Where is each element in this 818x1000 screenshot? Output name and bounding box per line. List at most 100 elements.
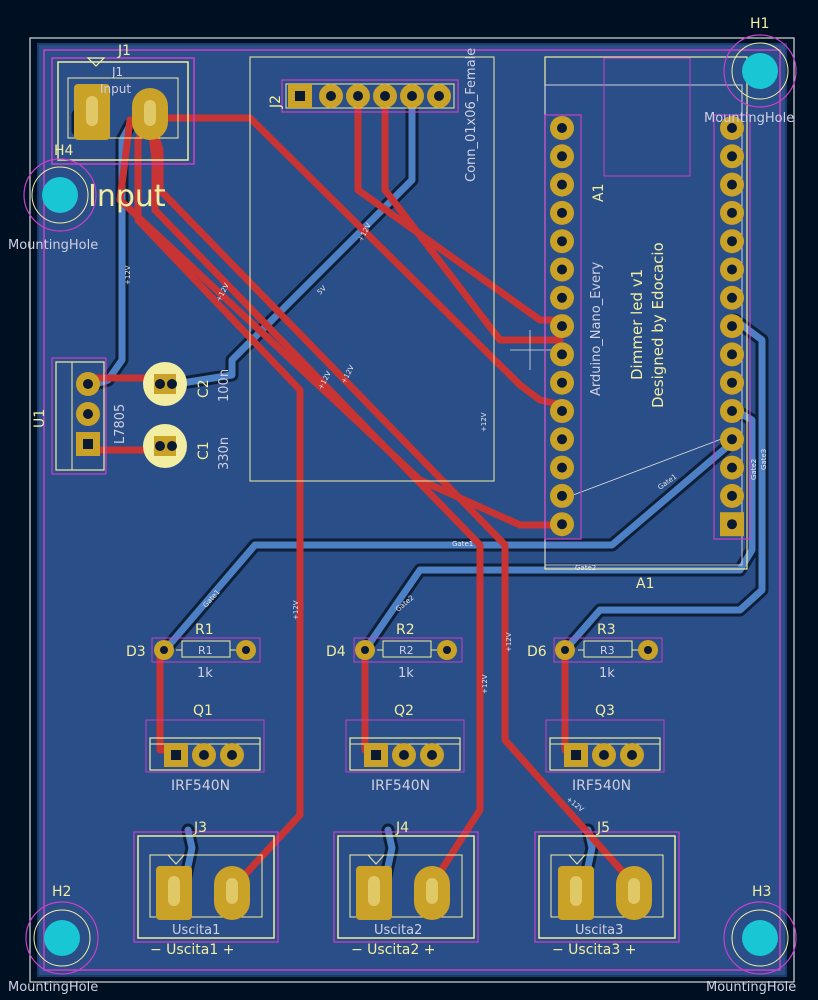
d3-label: D3 xyxy=(126,644,146,660)
c2-ref: C2 xyxy=(196,379,212,398)
net-label-gate2: Gate2 xyxy=(575,564,596,572)
a1-pin-hole xyxy=(557,321,567,332)
h1-value: MountingHole xyxy=(704,111,794,126)
net-label-gate2-c: Gate2 xyxy=(750,459,758,480)
j4-connector xyxy=(333,831,479,943)
r2-pad-label: R2 xyxy=(399,644,414,657)
a1-pin-hole xyxy=(557,519,567,530)
j1-value: Input xyxy=(100,82,131,96)
a1-pin-hole xyxy=(557,264,567,275)
a1-pin-hole xyxy=(557,490,567,501)
track-gate2 xyxy=(361,406,756,654)
j1-ref: J1 xyxy=(117,43,131,59)
a1-pin-hole xyxy=(727,519,737,530)
board-outline xyxy=(29,37,795,983)
j3-value: Uscita1 xyxy=(172,923,220,938)
a1-pin-hole xyxy=(727,321,737,332)
net-label-12v-1: +12V xyxy=(124,265,132,285)
a1-pin-hole xyxy=(557,179,567,190)
j5-connector xyxy=(534,831,680,943)
h3-ref: H3 xyxy=(752,884,771,900)
r3-resistor xyxy=(553,637,663,663)
a1-pin-hole xyxy=(557,349,567,360)
q2-value: IRF540N xyxy=(371,778,430,794)
r1-resistor xyxy=(151,637,261,663)
a1-arduino xyxy=(544,56,751,570)
r3-ref: R3 xyxy=(597,622,616,638)
h4-value: MountingHole xyxy=(8,238,98,253)
q1-mosfet xyxy=(145,719,265,773)
r1-value: 1k xyxy=(197,666,213,681)
title-line2: Designed by Edocacio xyxy=(649,242,667,408)
mounting-hole-h4 xyxy=(23,158,97,232)
track-gate1 xyxy=(161,436,739,654)
j1-connector xyxy=(51,57,195,165)
a1-pin-hole xyxy=(727,207,737,218)
track-5v-back xyxy=(166,91,416,389)
a1-pins xyxy=(550,116,744,537)
j5-ref: J5 xyxy=(596,820,610,836)
board-courtyard xyxy=(43,49,781,971)
c2-capacitor xyxy=(143,362,187,406)
q3-mosfet xyxy=(545,719,665,773)
track-gate3 xyxy=(561,316,766,654)
track-d6 xyxy=(116,116,564,529)
net-label-gate1: Gate1 xyxy=(452,540,473,548)
mounting-hole-h1 xyxy=(723,34,797,108)
a1-pin-hole xyxy=(727,123,737,133)
a1-pin-hole xyxy=(557,236,567,247)
c1-ref: C1 xyxy=(196,441,212,460)
mounting-hole-h2 xyxy=(25,901,99,975)
j4-silk: − Uscita2 + xyxy=(351,942,435,958)
a1-ref: A1 xyxy=(591,184,607,202)
r2-resistor xyxy=(353,637,463,663)
a1-pin-hole xyxy=(557,377,567,388)
j4-ref: J4 xyxy=(395,820,409,836)
track-12v-a xyxy=(146,114,566,409)
a1-pin-hole xyxy=(557,406,567,416)
c1-value: 330n xyxy=(217,437,232,470)
a1-pin-hole xyxy=(727,462,737,473)
a1-pin-hole xyxy=(727,406,737,416)
j1-fab-ref: J1 xyxy=(111,65,123,79)
q3-value: IRF540N xyxy=(572,778,631,794)
a1-pin-hole xyxy=(557,434,567,445)
q2-ref: Q2 xyxy=(394,703,414,719)
h3-value: MountingHole xyxy=(706,980,796,995)
q1-value: IRF540N xyxy=(171,778,230,794)
u1-value: L7805 xyxy=(113,404,128,444)
u1-ref: U1 xyxy=(32,409,48,428)
a1-pin-hole xyxy=(727,434,737,445)
a1-pin-hole xyxy=(727,490,737,501)
a1-value: Arduino_Nano_Every xyxy=(589,262,604,396)
h2-value: MountingHole xyxy=(8,980,98,995)
a1-pin-hole xyxy=(727,236,737,247)
r2-value: 1k xyxy=(398,666,414,681)
a1-pin-hole xyxy=(557,151,567,162)
mounting-hole-h3 xyxy=(723,901,797,975)
net-label-12v-8: +12V xyxy=(481,674,489,694)
j2-header xyxy=(249,56,495,482)
a1-pin-hole xyxy=(727,264,737,275)
a1-pin-hole xyxy=(727,151,737,162)
a1-pin-hole xyxy=(727,349,737,360)
track-12v-c xyxy=(146,114,484,884)
q1-ref: Q1 xyxy=(193,703,213,719)
net-label-12v-7: +12V xyxy=(292,600,300,620)
r2-ref: R2 xyxy=(396,622,415,638)
q3-ref: Q3 xyxy=(595,703,615,719)
d6-label: D6 xyxy=(527,644,547,660)
r3-value: 1k xyxy=(599,666,615,681)
j3-connector xyxy=(133,831,279,943)
a1-pin-hole xyxy=(727,179,737,190)
track-12v-d xyxy=(146,114,634,884)
net-label-12v-6: +12V xyxy=(480,412,488,432)
q2-mosfet xyxy=(345,719,465,773)
r3-pad-label: R3 xyxy=(600,644,615,657)
silk-input-label: Input xyxy=(88,179,166,214)
h2-ref: H2 xyxy=(52,884,71,900)
j4-value: Uscita2 xyxy=(374,923,422,938)
j2-value: Conn_01x06_Female xyxy=(464,48,479,182)
j3-silk: − Uscita1 + xyxy=(150,942,234,958)
d4-label: D4 xyxy=(326,644,346,660)
